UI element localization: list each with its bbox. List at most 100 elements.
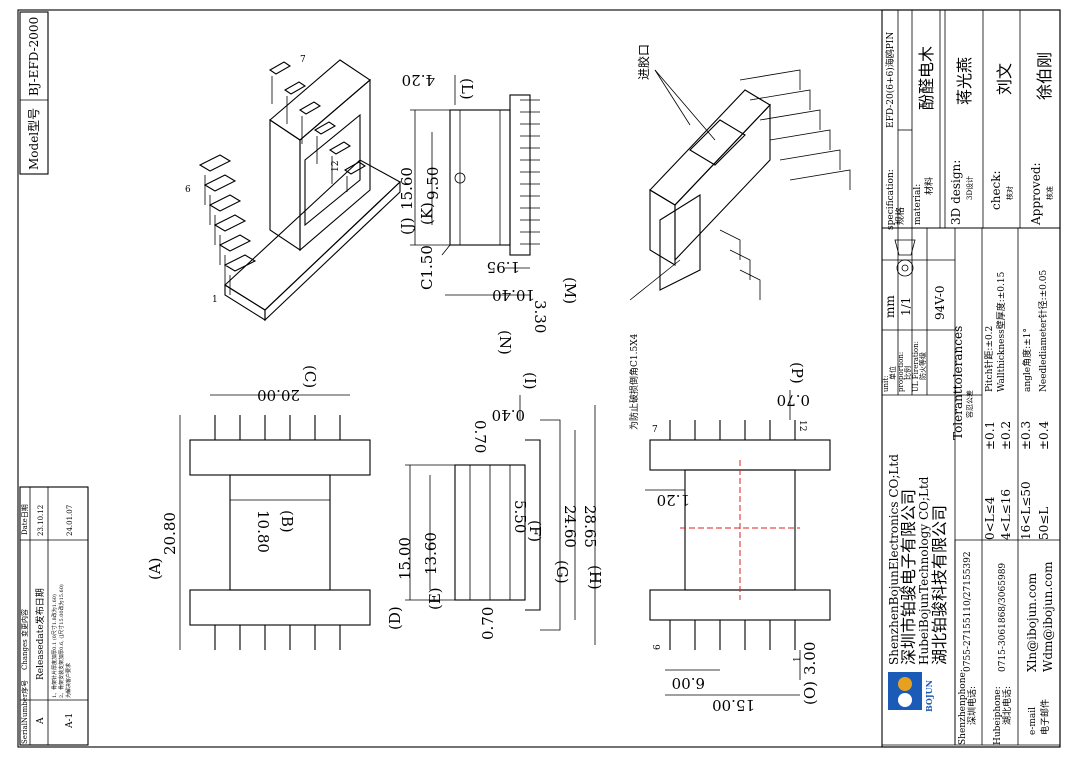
approved-value: 徐伯刚 <box>1035 52 1054 100</box>
dim-C150: C1.50 <box>418 245 436 290</box>
design-value: 蒋光燕 <box>955 57 974 105</box>
row1-date: 23.10.12 <box>37 505 45 536</box>
dim-K-label: (K) <box>418 202 436 225</box>
design-cn: 3D设计 <box>965 176 974 200</box>
unit-value: mm <box>883 295 897 318</box>
dim-L-label: (L) <box>458 78 476 100</box>
dim-1500: 15.00 <box>712 696 755 714</box>
dim-L-val: 4.20 <box>402 71 435 89</box>
dim-P-val: 0.70 <box>777 391 810 409</box>
dim-N-label: (N) <box>496 330 514 355</box>
dim-C-label: (C) <box>301 365 319 388</box>
dim-B-val: 10.80 <box>254 510 272 553</box>
sz-phone: 0755-27155110/27155392 <box>963 551 973 672</box>
dim-F-val: 5.50 <box>511 500 529 533</box>
model-box: Model型号 BJ-EFD-2000 <box>19 11 49 175</box>
bot-pin-12: 12 <box>797 420 807 431</box>
dim-G-val: 24.60 <box>561 505 579 548</box>
hb-phone-cn: 湖北电话: <box>1001 686 1013 725</box>
tol-range-2: 4<L≤16 <box>999 489 1013 540</box>
bojun-logo: BOJUN <box>888 672 934 712</box>
dim-F-label: (F) <box>526 520 544 542</box>
dim-E-label: (E) <box>426 587 444 610</box>
dim-070-b: 0.70 <box>479 607 497 640</box>
proportion-value: 1/1 <box>899 297 913 316</box>
iso-pin-6: 6 <box>185 185 191 195</box>
dim-I-label: (I) <box>521 372 539 390</box>
dim-O-label: (O) <box>801 681 819 705</box>
unit-cn: 单位 <box>888 366 897 380</box>
tol-range-3: 16<L≤50 <box>1019 481 1033 540</box>
needle: Needlediameter针径:±0.05 <box>1037 270 1049 392</box>
logo-text: BOJUN <box>924 680 934 712</box>
dim-195: 1.95 <box>487 258 520 276</box>
dim-A-val: 20.80 <box>161 512 179 555</box>
company-cn-2: 湖北铂骏科技有限公司 <box>930 505 949 665</box>
iso-pin-12: 12 <box>331 161 341 172</box>
spec-value: EFD-20(6+6)海鸥PIN <box>884 32 896 128</box>
title-block: specification: 规格 EFD-20(6+6)海鸥PIN mater… <box>881 9 1061 748</box>
row2-date: 24.01.07 <box>66 505 74 536</box>
fire-value: 94V-0 <box>933 285 947 320</box>
check-value: 刘文 <box>995 63 1014 95</box>
email-1: Xln@ibojun.com <box>1025 572 1039 672</box>
fire-label: UL Fireration: <box>912 341 920 392</box>
dim-070-a: 0.70 <box>471 420 489 453</box>
note-chamfer: 为防止破损倒角C1.5X4 <box>628 333 640 430</box>
dim-G-label: (G) <box>553 560 571 584</box>
tol-val-2: ±0.2 <box>999 421 1013 450</box>
material-label: material: <box>913 184 923 225</box>
dim-H-label: (H) <box>586 565 604 590</box>
content-header: Changes 变更内容 <box>20 609 29 670</box>
bot-pin-7: 7 <box>652 425 658 435</box>
company-cn-1: 深圳市铂骏电子有限公司 <box>899 489 918 665</box>
tol-val-1: ±0.1 <box>983 421 997 450</box>
spec-label: specification: <box>886 169 896 230</box>
material-cn: 材料 <box>923 177 935 195</box>
projection-symbol <box>894 239 916 277</box>
model-label: Model型号 <box>27 108 41 170</box>
proportion-cn: 比例 <box>903 366 912 380</box>
company-en-1: ShenzhenBojunElectronics CO;Ltd <box>887 454 901 665</box>
dim-D-label: (D) <box>386 606 404 630</box>
dim-P-label: (P) <box>788 362 806 384</box>
dim-120: 1.20 <box>657 491 690 509</box>
model-value: BJ-EFD-2000 <box>27 17 41 96</box>
row1-serial: A <box>36 717 46 725</box>
unit-label: unit: <box>882 376 890 392</box>
dim-K-val: 9.50 <box>424 167 442 200</box>
dim-H-val: 28.65 <box>581 505 599 548</box>
tol-range-1: 0<L≤4 <box>983 496 997 540</box>
dim-N-val: 10.40 <box>492 286 535 304</box>
row1-content: Releasedate发布日期 <box>34 588 46 680</box>
company-en-2: HubeiBojunTechnology CO;Ltd <box>917 476 931 665</box>
hb-phone-label: Hubeiphone: <box>993 686 1003 745</box>
dim-J-val: 15.60 <box>398 167 416 210</box>
dim-M-val: 3.30 <box>531 300 549 333</box>
changes-table: SerialNumber序号 Changes 变更内容 Date日期 A Rel… <box>19 486 89 746</box>
angle: angle角度:±1° <box>1021 328 1033 392</box>
pitch: Pitch针距:±0.2 <box>983 326 995 392</box>
material-value: 酚醛电木 <box>917 46 936 110</box>
dim-J-label: (J) <box>398 217 416 235</box>
dim-600: 6.00 <box>672 674 705 692</box>
front-view-left: 20.80 (A) 10.80 (B) 20.00 (C) <box>146 365 371 650</box>
iso-view-left: 1 6 7 12 <box>185 55 401 322</box>
date-header: Date日期 <box>21 504 29 535</box>
serial-header: SerialNumber序号 <box>20 680 29 744</box>
dim-B-label: (B) <box>278 510 296 533</box>
row2-content-1: 1、骨架针片厚度加厚0.1 (0尺寸1.8改为1.60) <box>51 594 58 698</box>
tol-cn: 容忍公差 <box>965 390 974 418</box>
dim-A-label: (A) <box>146 557 164 580</box>
tol-title: Toleranttolerances <box>951 326 965 440</box>
email-cn: 电子邮件 <box>1039 699 1051 735</box>
dim-C-val: 20.00 <box>257 386 300 404</box>
dim-O-val: 3.00 <box>801 642 819 675</box>
sz-phone-cn: 深圳电话: <box>966 686 978 725</box>
check-label: check: <box>989 170 1003 210</box>
iso-pin-1: 1 <box>212 295 218 305</box>
proportion-label: proportion: <box>897 352 905 392</box>
dim-E-val: 13.60 <box>422 532 440 575</box>
